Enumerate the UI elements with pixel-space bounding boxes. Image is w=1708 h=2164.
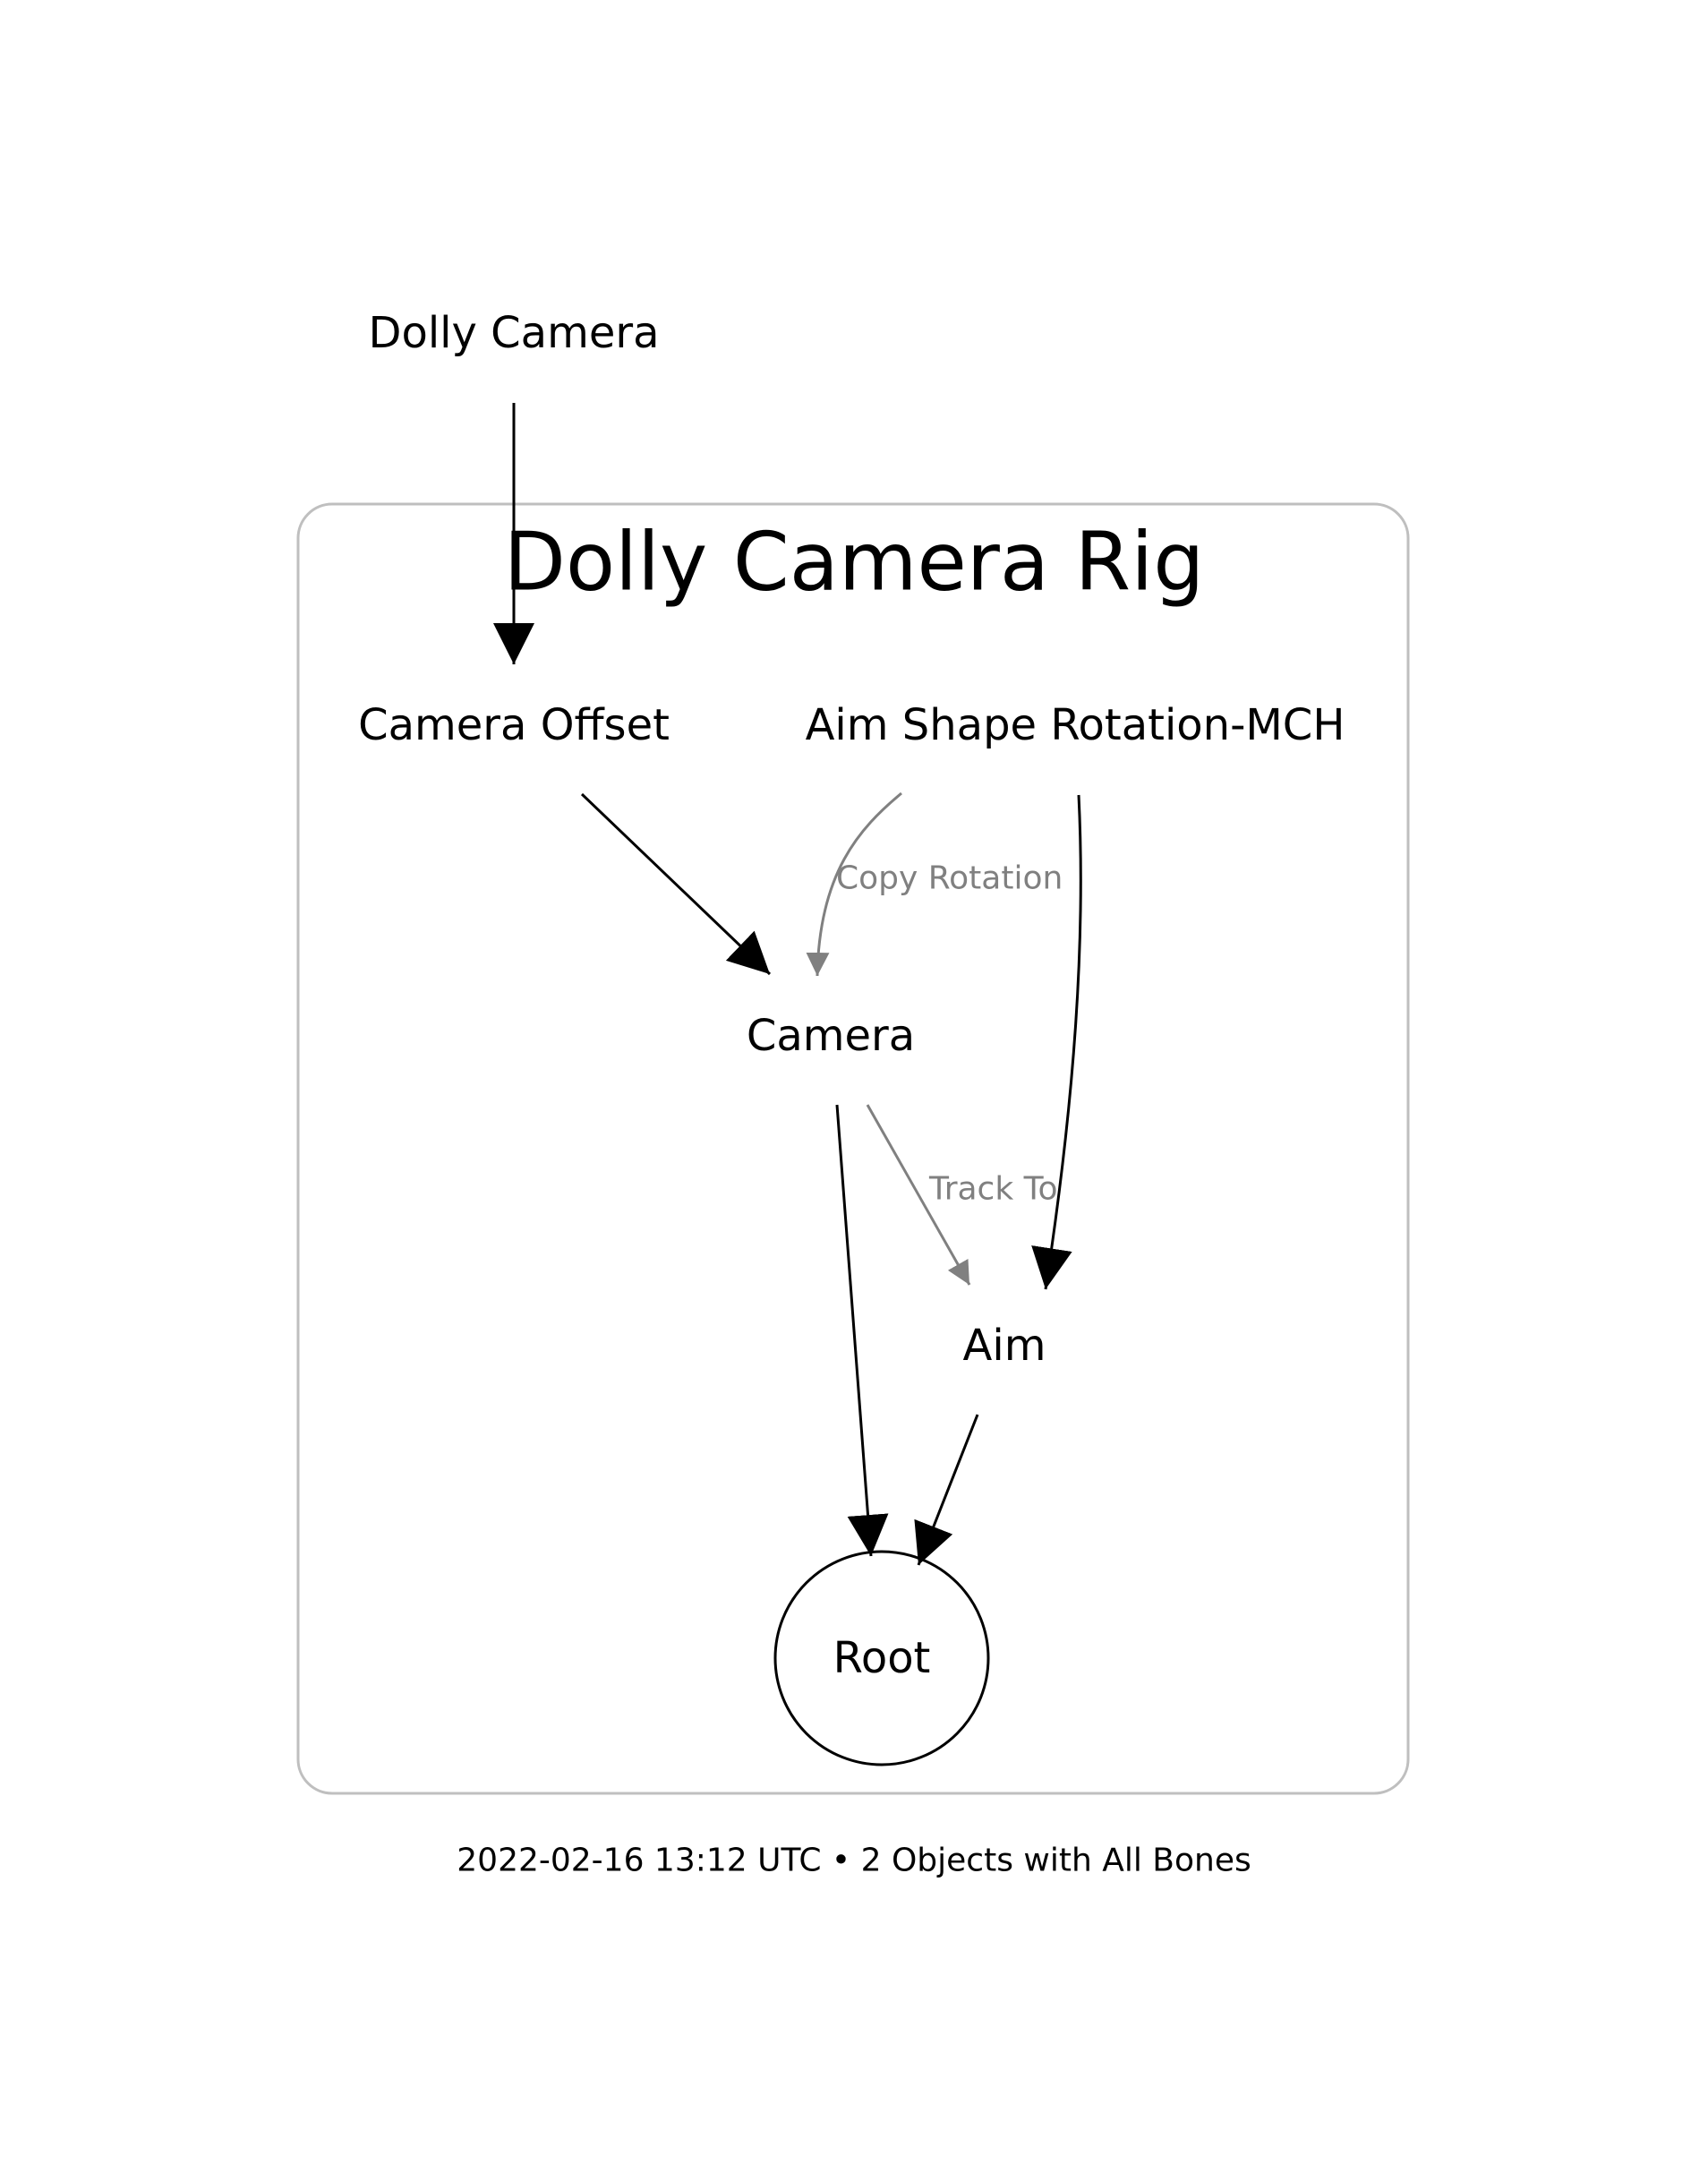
edge-camera-to-root: [835, 1104, 889, 1557]
edge-copy-rotation: [806, 791, 902, 977]
footer-caption: 2022-02-16 13:12 UTC • 2 Objects with Al…: [457, 1843, 1251, 1879]
edge-aim-to-root: [914, 1414, 979, 1566]
cluster-title: Dolly Camera Rig: [504, 516, 1205, 610]
edge-aim-shape-to-aim: [1031, 794, 1082, 1290]
node-root[interactable]: Root: [833, 1633, 931, 1683]
cluster-border: [296, 502, 1410, 1795]
edge-camera-offset-to-camera: [580, 792, 772, 976]
edge-label-track-to: Track To: [928, 1171, 1058, 1208]
node-camera-offset[interactable]: Camera Offset: [358, 700, 670, 750]
node-aim-shape-rotation-mch[interactable]: Aim Shape Rotation-MCH: [806, 700, 1345, 750]
node-camera[interactable]: Camera: [747, 1011, 915, 1061]
node-root-circle[interactable]: [773, 1550, 990, 1766]
edge-track-to: [866, 1104, 971, 1286]
node-dolly-camera[interactable]: Dolly Camera: [368, 308, 659, 358]
edge-label-copy-rotation: Copy Rotation: [836, 860, 1063, 897]
node-aim[interactable]: Aim: [963, 1321, 1046, 1371]
